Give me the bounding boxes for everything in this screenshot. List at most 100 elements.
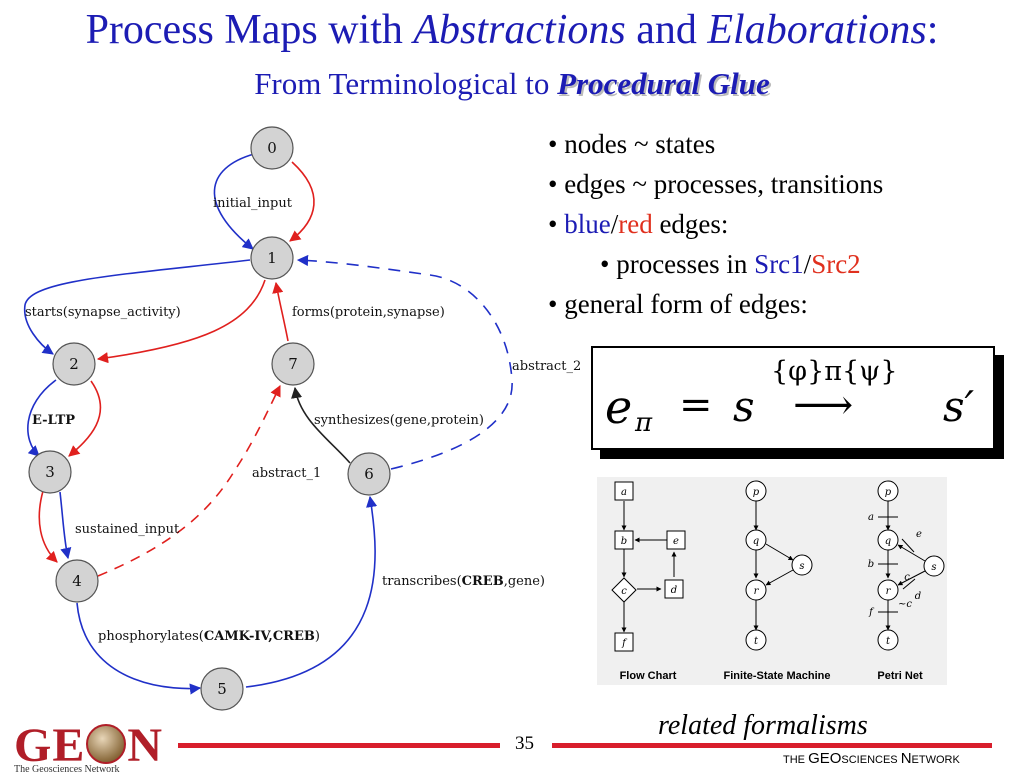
svg-text:e: e <box>916 529 922 540</box>
svg-text:c: c <box>904 572 910 583</box>
label-flow-chart: Flow Chart <box>620 670 677 682</box>
formula-arrow-label: {φ}π{ψ} <box>771 356 898 387</box>
formula-s-prime: s′ <box>943 382 975 431</box>
bullet-nodes: • nodes ~ states <box>548 129 716 159</box>
svg-text:a: a <box>868 512 874 523</box>
graph-node-5: 5 <box>200 667 244 711</box>
svg-text:6: 6 <box>364 465 374 483</box>
bullet-list: • nodes ~ states • edges ~ processes, tr… <box>548 124 883 324</box>
slide-title: Process Maps with Abstractions and Elabo… <box>85 7 939 53</box>
bullet-general-form: • general form of edges: <box>548 289 808 319</box>
globe-icon <box>86 724 127 764</box>
svg-text:4: 4 <box>72 572 82 590</box>
edge-label-synthesizes: synthesizes(gene,protein) <box>314 413 484 428</box>
edge-3-4-blue <box>59 491 72 560</box>
svg-text:a: a <box>621 487 627 498</box>
edge-label-transcribes: transcribes(CREB,gene) <box>382 574 545 589</box>
edge-6-1-abstract <box>296 254 513 470</box>
edge-7-1-red <box>272 281 289 342</box>
edge-1-2-red <box>96 279 266 364</box>
svg-text:p: p <box>753 487 760 498</box>
edge-1-2-blue <box>24 259 251 355</box>
svg-text:2: 2 <box>69 355 79 373</box>
fsm-node-s <box>791 554 813 576</box>
bullet-colors: • blue/red edges: <box>548 209 729 239</box>
edge-3-4-red <box>38 490 58 563</box>
svg-text:p: p <box>885 487 892 498</box>
formula-arrow: ⟶ <box>793 380 854 429</box>
edge-2-3-red <box>68 380 102 457</box>
edge-label-abstract-2: abstract_2 <box>512 359 581 374</box>
footer-rule-right <box>552 743 992 748</box>
edge-5-6-blue <box>245 495 378 688</box>
svg-text:~c: ~c <box>898 599 912 610</box>
svg-text:f: f <box>868 607 875 618</box>
fsm-node-p <box>745 480 767 502</box>
edge-formula-box: e π = s {φ}π{ψ} ⟶ s′ <box>591 346 995 450</box>
svg-text:q: q <box>753 536 759 547</box>
svg-text:q: q <box>885 536 891 547</box>
bullet-sources: • processes in Src1/Src2 <box>600 249 861 279</box>
svg-text:s: s <box>931 562 936 573</box>
svg-text:5: 5 <box>217 680 227 698</box>
edge-2-3-blue <box>27 379 57 457</box>
graph-node-4: 4 <box>55 559 99 603</box>
svg-text:b: b <box>621 536 627 547</box>
fc-node-b <box>614 530 634 550</box>
graph-node-3: 3 <box>28 450 72 494</box>
graph-node-2: 2 <box>52 342 96 386</box>
formula-s: s <box>733 382 755 431</box>
edge-label-forms: forms(protein,synapse) <box>292 305 445 320</box>
svg-text:0: 0 <box>267 139 277 157</box>
svg-text:s: s <box>799 561 804 572</box>
fsm-node-q <box>745 529 767 551</box>
petri-node-p <box>877 480 899 502</box>
svg-text:r: r <box>754 586 760 597</box>
edge-0-1-blue <box>213 153 255 250</box>
svg-text:d: d <box>915 591 921 602</box>
fc-node-d <box>664 579 684 599</box>
svg-text:b: b <box>868 559 874 570</box>
fc-node-f <box>614 632 634 652</box>
label-fsm: Finite-State Machine <box>724 670 831 682</box>
svg-text:7: 7 <box>288 355 298 373</box>
edge-label-starts: starts(synapse_activity) <box>25 305 181 320</box>
formula-equals: = <box>679 382 713 428</box>
graph-node-0: 0 <box>250 126 294 170</box>
fc-node-e <box>666 530 686 550</box>
fc-node-c <box>611 577 637 603</box>
edge-0-1-red <box>289 161 315 242</box>
edge-label-abstract-1: abstract_1 <box>252 466 321 481</box>
logo-subtitle: The Geosciences Network <box>14 764 120 775</box>
edge-6-7-black <box>291 386 351 464</box>
svg-text:r: r <box>886 586 892 597</box>
bullet-edges: • edges ~ processes, transitions <box>548 169 884 199</box>
page-number: 35 <box>515 733 534 754</box>
graph-node-6: 6 <box>347 452 391 496</box>
petri-node-t <box>877 629 899 651</box>
svg-text:c: c <box>621 586 627 597</box>
svg-text:t: t <box>886 636 891 647</box>
footer-rule-left <box>178 743 500 748</box>
edge-4-5-blue <box>76 602 202 695</box>
petri-node-r <box>877 579 899 601</box>
svg-text:f: f <box>621 638 628 649</box>
svg-text:e: e <box>673 536 679 547</box>
svg-text:d: d <box>671 585 677 596</box>
footer-network-name: THE GEOSCIENCES NETWORK <box>783 750 960 767</box>
fc-node-a <box>614 481 634 501</box>
label-petri-net: Petri Net <box>877 670 923 682</box>
edge-label-eltp: E-LTP <box>32 413 75 428</box>
edge-label-phosphorylates: phosphorylates(CAMK-IV,CREB) <box>98 629 320 644</box>
formula-lhs: e <box>605 380 633 434</box>
svg-text:1: 1 <box>267 249 277 267</box>
fsm-node-r <box>745 579 767 601</box>
edge-4-7-abstract <box>97 384 281 577</box>
svg-text:3: 3 <box>45 463 55 481</box>
graph-node-7: 7 <box>271 342 315 386</box>
fsm-node-t <box>745 629 767 651</box>
svg-text:t: t <box>754 636 759 647</box>
slide-subtitle: From Terminological to Procedural Glue <box>254 66 770 101</box>
